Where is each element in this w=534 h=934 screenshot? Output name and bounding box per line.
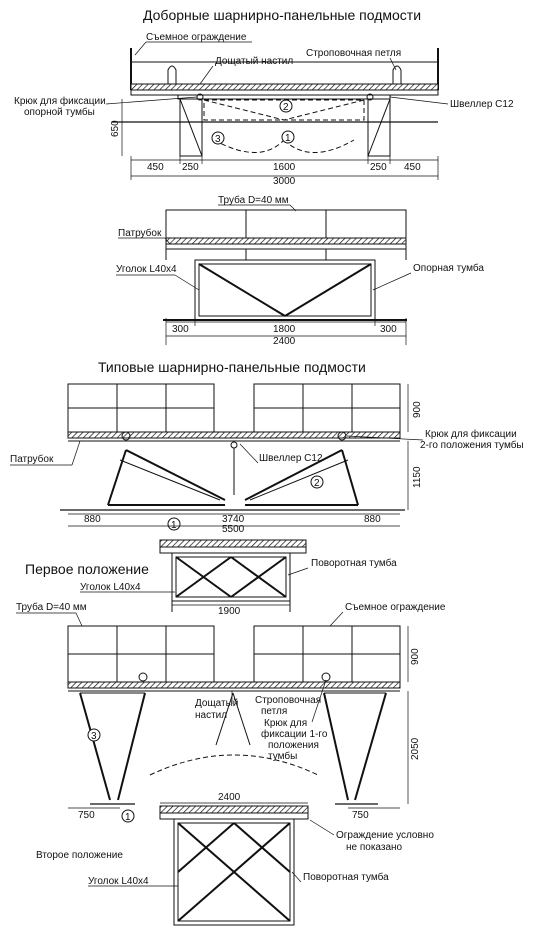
dim-450-left: 450 bbox=[147, 162, 164, 173]
dim-5500: 5500 bbox=[222, 524, 245, 535]
support-right bbox=[367, 98, 391, 157]
dim-300-right: 300 bbox=[380, 324, 397, 335]
label-pipe-second: Труба D=40 мм bbox=[16, 601, 87, 613]
section4-title: Первое положение bbox=[25, 561, 149, 577]
label-channel-typical: Швеллер С12 bbox=[259, 453, 323, 464]
dim-250-left: 250 bbox=[182, 162, 199, 173]
label-angle-top: Уголок L40x4 bbox=[116, 264, 177, 275]
label-nozzle-top: Патрубок bbox=[118, 227, 162, 239]
label-hook-second-3: положения bbox=[268, 740, 319, 751]
plank-deck bbox=[130, 83, 439, 91]
dim-1150-typical: 1150 bbox=[412, 466, 423, 488]
dim-2050-second: 2050 bbox=[410, 737, 421, 760]
label-hook-second-1: Крюк для bbox=[264, 718, 307, 729]
label-support-first: Поворотная тумба bbox=[311, 557, 397, 569]
callout-3: 3 bbox=[215, 134, 221, 145]
section1-title: Доборные шарнирно-панельные подмости bbox=[143, 7, 421, 23]
dim-2400: 2400 bbox=[273, 336, 296, 347]
callout-2: 2 bbox=[283, 102, 289, 113]
section2-drawing: Труба D=40 мм Патрубок Уголок L40x4 Опор… bbox=[116, 194, 484, 347]
callout-1-typical: 1 bbox=[171, 520, 177, 531]
label-channel: Швеллер С12 bbox=[450, 99, 514, 110]
label-lifting-loop: Строповочная петля bbox=[306, 48, 401, 59]
callout-1-second: 1 bbox=[125, 812, 131, 823]
label-deck-second-1: Дощатый bbox=[195, 698, 238, 709]
callout-1: 1 bbox=[285, 133, 291, 144]
callout-3-second: 3 bbox=[91, 731, 97, 742]
label-angle-first: Уголок L40x4 bbox=[80, 582, 141, 593]
label-plank-deck: Дощатый настил bbox=[215, 56, 293, 67]
label-hook-1: Крюк для фиксации bbox=[14, 95, 106, 107]
callout-2-typical: 2 bbox=[314, 478, 320, 489]
section1-drawing: Доборные шарнирно-панельные подмости 2 bbox=[14, 7, 514, 187]
label-hook-second-4: тумбы bbox=[268, 750, 297, 762]
rotary-support-first bbox=[171, 552, 291, 602]
section3-drawing: Типовые шарнирно-панельные подмости 2 bbox=[10, 359, 524, 535]
dim-880-right: 880 bbox=[364, 514, 381, 525]
label-fence-not-shown-1: Ограждение условно bbox=[336, 830, 434, 841]
dim-650: 650 bbox=[110, 120, 121, 137]
label-fence-second: Съемное ограждение bbox=[345, 602, 446, 613]
dim-900-typical: 900 bbox=[412, 401, 423, 418]
label-hook-typical-2: 2-го положения тумбы bbox=[420, 439, 524, 451]
rotary-support-second bbox=[173, 818, 295, 926]
dim-450-right: 450 bbox=[404, 162, 421, 173]
label-fence-not-shown-2: не показано bbox=[346, 842, 403, 853]
label-angle-second: Уголок L40x4 bbox=[88, 876, 149, 887]
label-nozzle-typical: Патрубок bbox=[10, 453, 54, 465]
dim-900-second: 900 bbox=[410, 648, 421, 665]
section4-drawing: Первое положение Уголок L40x4 Поворотная… bbox=[25, 539, 397, 617]
label-hook-2: опорной тумбы bbox=[24, 106, 95, 118]
label-loop-second-1: Строповочная bbox=[255, 695, 321, 706]
label-pipe-d40: Труба D=40 мм bbox=[218, 194, 289, 206]
label-hook-second-2: фиксации 1-го bbox=[261, 728, 328, 740]
dim-3000: 3000 bbox=[273, 176, 296, 187]
label-removable-fence: Съемное ограждение bbox=[146, 32, 247, 43]
dim-750-left: 750 bbox=[78, 810, 95, 821]
dim-1900: 1900 bbox=[218, 606, 241, 617]
label-hook-typical-1: Крюк для фиксации bbox=[425, 428, 517, 440]
label-second-position: Второе положение bbox=[36, 850, 123, 861]
support-left bbox=[179, 98, 203, 157]
dim-880-left: 880 bbox=[84, 514, 101, 525]
dim-300-left: 300 bbox=[172, 324, 189, 335]
section6-drawing: 2400 Второе положение Ограждение условно… bbox=[36, 792, 434, 926]
dim-2400-second: 2400 bbox=[218, 792, 241, 803]
label-deck-second-2: настил bbox=[195, 710, 227, 721]
section3-title: Типовые шарнирно-панельные подмости bbox=[98, 359, 366, 375]
label-loop-second-2: петля bbox=[261, 706, 287, 717]
dim-3740: 3740 bbox=[222, 514, 245, 525]
dim-750-right: 750 bbox=[352, 810, 369, 821]
section5-drawing: Труба D=40 мм Съемное ограждение 3 bbox=[16, 601, 446, 823]
dim-1800: 1800 bbox=[273, 324, 296, 335]
dim-1600: 1600 bbox=[273, 162, 296, 173]
dim-250-right: 250 bbox=[370, 162, 387, 173]
label-support-top: Опорная тумба bbox=[413, 262, 484, 274]
label-support-second: Поворотная тумба bbox=[303, 871, 389, 883]
support-truss bbox=[194, 259, 376, 321]
